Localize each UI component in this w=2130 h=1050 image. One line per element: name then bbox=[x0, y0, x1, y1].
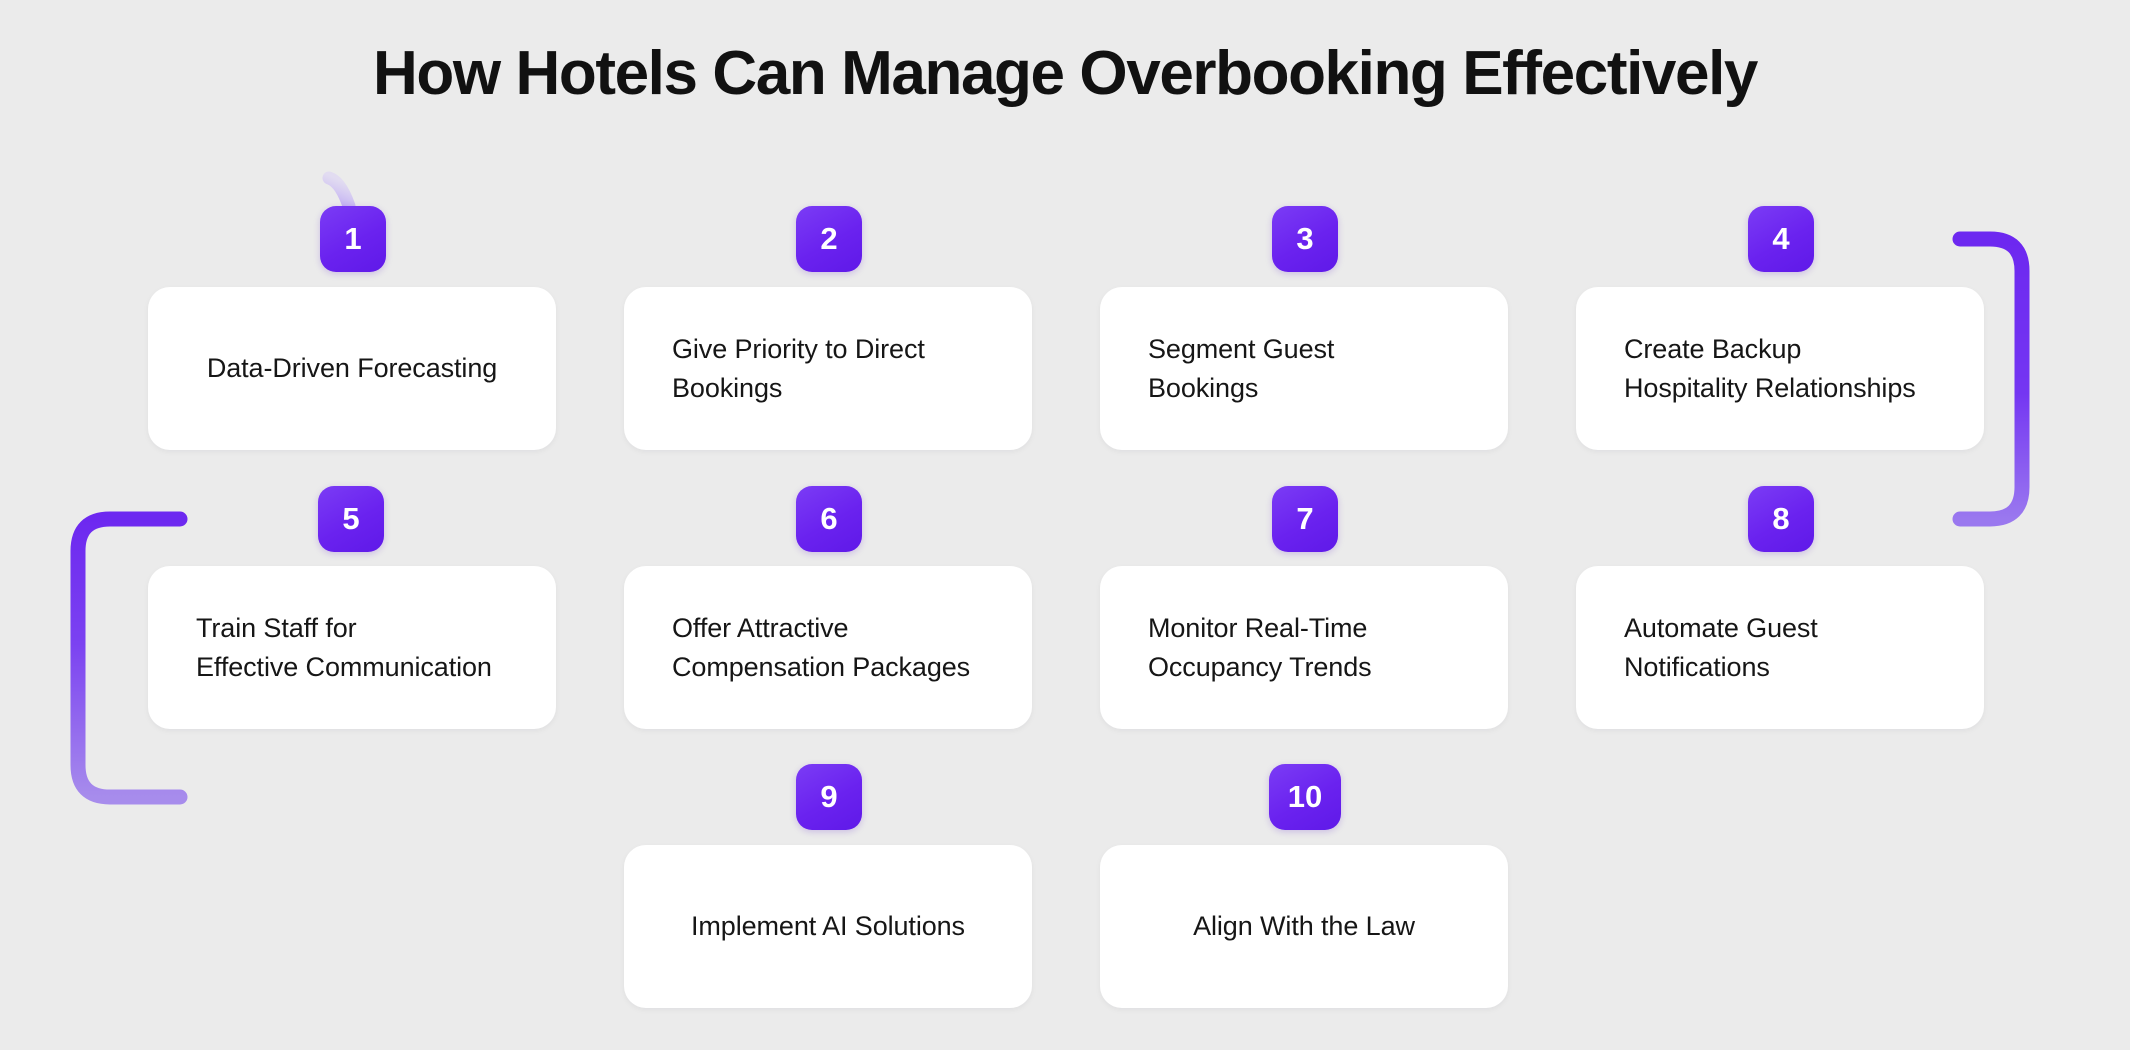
step-badge-3[interactable]: 3 bbox=[1272, 206, 1338, 272]
step-card-text-2: Give Priority to Direct Bookings bbox=[672, 333, 925, 403]
step-card-2[interactable]: Give Priority to Direct Bookings bbox=[624, 287, 1032, 450]
step-card-text-3: Segment Guest Bookings bbox=[1148, 333, 1335, 403]
step-badge-8[interactable]: 8 bbox=[1748, 486, 1814, 552]
step-card-text-5: Train Staff for Effective Communication bbox=[196, 612, 492, 682]
step-card-4[interactable]: Create Backup Hospitality Relationships bbox=[1576, 287, 1984, 450]
step-number-10: 10 bbox=[1287, 779, 1323, 814]
step-card-6[interactable]: Offer Attractive Compensation Packages bbox=[624, 566, 1032, 729]
step-badge-1[interactable]: 1 bbox=[320, 206, 386, 272]
step-card-1[interactable]: Data-Driven Forecasting bbox=[148, 287, 556, 450]
step-badge-10[interactable]: 10 bbox=[1269, 764, 1341, 830]
step-card-10[interactable]: Align With the Law bbox=[1100, 845, 1508, 1008]
step-card-text-4: Create Backup Hospitality Relationships bbox=[1624, 333, 1916, 403]
step-card-9[interactable]: Implement AI Solutions bbox=[624, 845, 1032, 1008]
step-card-text-6: Offer Attractive Compensation Packages bbox=[672, 612, 971, 682]
step-badge-2[interactable]: 2 bbox=[796, 206, 862, 272]
step-number-3: 3 bbox=[1296, 221, 1314, 256]
step-card-text-10: Align With the Law bbox=[1193, 911, 1415, 942]
step-number-2: 2 bbox=[820, 221, 838, 256]
step-number-4: 4 bbox=[1772, 221, 1790, 256]
step-number-5: 5 bbox=[342, 501, 360, 536]
step-card-text-8: Automate Guest Notifications bbox=[1624, 612, 1818, 682]
step-number-7: 7 bbox=[1296, 501, 1314, 536]
step-card-5[interactable]: Train Staff for Effective Communication bbox=[148, 566, 556, 729]
step-number-1: 1 bbox=[344, 221, 362, 256]
step-card-7[interactable]: Monitor Real-Time Occupancy Trends bbox=[1100, 566, 1508, 729]
connector-entry-stub bbox=[322, 171, 356, 213]
step-card-text-1: Data-Driven Forecasting bbox=[206, 353, 498, 384]
step-number-8: 8 bbox=[1772, 501, 1790, 536]
step-card-text-9: Implement AI Solutions bbox=[691, 911, 965, 942]
step-number-9: 9 bbox=[820, 779, 838, 814]
step-number-6: 6 bbox=[820, 501, 838, 536]
step-badge-6[interactable]: 6 bbox=[796, 486, 862, 552]
step-card-8[interactable]: Automate Guest Notifications bbox=[1576, 566, 1984, 729]
step-badge-5[interactable]: 5 bbox=[318, 486, 384, 552]
page-title: How Hotels Can Manage Overbooking Effect… bbox=[373, 39, 1758, 108]
step-badge-4[interactable]: 4 bbox=[1748, 206, 1814, 272]
step-badge-9[interactable]: 9 bbox=[796, 764, 862, 830]
step-card-text-7: Monitor Real-Time Occupancy Trends bbox=[1148, 612, 1372, 682]
step-card-3[interactable]: Segment Guest Bookings bbox=[1100, 287, 1508, 450]
step-badge-7[interactable]: 7 bbox=[1272, 486, 1338, 552]
